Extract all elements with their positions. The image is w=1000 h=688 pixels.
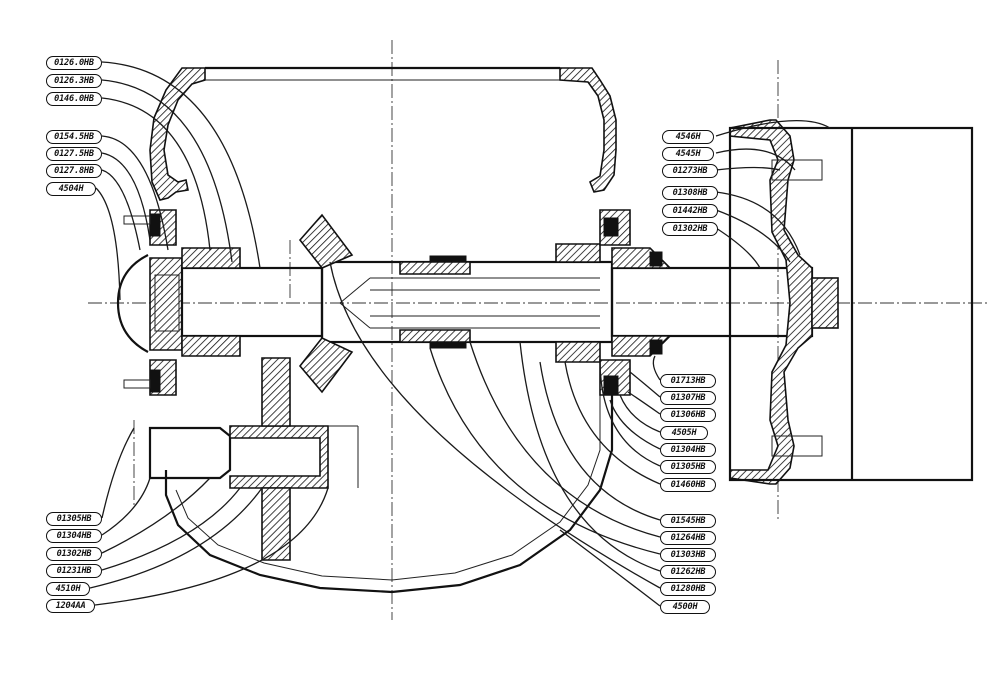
left-bearing-assembly xyxy=(116,209,183,396)
part-label: 01305HB xyxy=(46,512,102,526)
part-label: 1204AA xyxy=(46,599,95,613)
part-label: 01262HB xyxy=(660,565,716,579)
part-label: 4505H xyxy=(660,426,708,440)
output-flange xyxy=(728,119,974,485)
part-label: 0127.5HB xyxy=(46,147,102,161)
part-label: 01303HB xyxy=(660,548,716,562)
part-label: 01302HB xyxy=(46,547,102,561)
main-shaft xyxy=(180,260,814,344)
part-label: 01545HB xyxy=(660,514,716,528)
part-label: 01280HB xyxy=(660,582,716,596)
part-label: 01713HB xyxy=(660,374,716,388)
part-label: 0126.0HB xyxy=(46,56,102,70)
part-label: 4546H xyxy=(662,130,714,144)
part-label: 01302HB xyxy=(662,222,718,236)
part-label: 01304HB xyxy=(46,529,102,543)
part-label: 4545H xyxy=(662,147,714,161)
part-label: 01460HB xyxy=(660,478,716,492)
right-bearing-assembly xyxy=(599,209,672,396)
leader-lines xyxy=(89,61,831,607)
part-label: 01442HB xyxy=(662,204,718,218)
lower-gear-shaft xyxy=(148,357,359,561)
part-label: 0146.0HB xyxy=(46,92,102,106)
part-label: 0154.5HB xyxy=(46,130,102,144)
shaft-gears xyxy=(181,213,601,394)
part-label: 0127.8HB xyxy=(46,164,102,178)
part-label: 01273HB xyxy=(662,164,718,178)
gearbox-housing xyxy=(149,66,617,594)
part-label: 01308HB xyxy=(662,186,718,200)
part-label: 01306HB xyxy=(660,408,716,422)
part-label: 4504H xyxy=(46,182,96,196)
part-label: 4500H xyxy=(660,600,710,614)
part-label: 01307HB xyxy=(660,391,716,405)
part-label: 01304HB xyxy=(660,443,716,457)
part-label: 01264HB xyxy=(660,531,716,545)
part-label: 0126.3HB xyxy=(46,74,102,88)
part-label: 4510H xyxy=(46,582,90,596)
part-label: 01305HB xyxy=(660,460,716,474)
part-label: 01231HB xyxy=(46,564,102,578)
